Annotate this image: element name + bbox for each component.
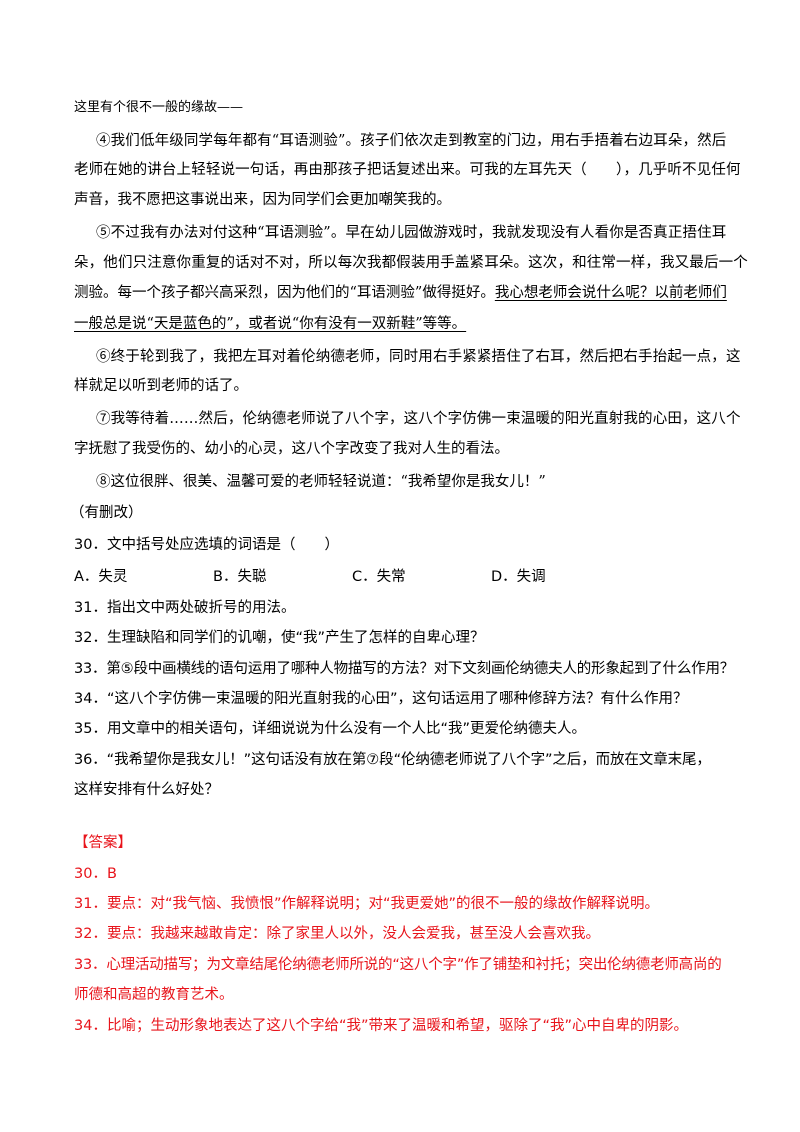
paragraph-5-line-3: 测验。每一个孩子都兴高采烈，因为他们的“耳语测验”做得挺好。我心想老师会说什么呢… xyxy=(74,283,727,303)
passage-intro: 这里有个很不一般的缘故—— xyxy=(74,100,244,115)
paragraph-4-line-2: 老师在她的讲台上轻轻说一句话，再由那孩子把话复述出来。可我的左耳先天（ ），几乎… xyxy=(74,162,741,178)
question-34: 34．“这八个字仿佛一束温暖的阳光直射我的心田”，这句话运用了哪种修辞方法？有什… xyxy=(74,691,688,707)
answer-30: 30．B xyxy=(74,866,117,882)
paragraph-5-line-3-plain: 测验。每一个孩子都兴高采烈，因为他们的“耳语测验”做得挺好。 xyxy=(74,285,495,301)
answer-heading: 【答案】 xyxy=(74,835,132,851)
question-33: 33．第⑤段中画横线的语句运用了哪种人物描写的方法？对下文刻画伦纳德夫人的形象起… xyxy=(74,661,735,677)
answer-33-line-2: 师德和高超的教育艺术。 xyxy=(74,987,234,1003)
underlined-sentence-part-1: 我心想老师会说什么呢？以前老师们 xyxy=(494,285,727,301)
question-30-option-d: D．失调 xyxy=(491,569,546,585)
question-36-line-1: 36．“我希望你是我女儿！”这句话没有放在第⑦段“伦纳德老师说了八个字”之后，而… xyxy=(74,752,711,768)
paragraph-7-line-2: 字抚慰了我受伤的、幼小的心灵，这八个字改变了我对人生的看法。 xyxy=(74,441,509,457)
question-30-option-a: A．失灵 xyxy=(74,569,128,585)
paragraph-5-line-4: 一般总是说“天是蓝色的”，或者说“你有没有一双新鞋”等等。 xyxy=(74,314,466,334)
question-32: 32．生理缺陷和同学们的讥嘲，使“我”产生了怎样的自卑心理？ xyxy=(74,630,485,646)
paragraph-6-line-2: 样就足以听到老师的话了。 xyxy=(74,378,248,394)
answer-31: 31．要点：对“我气恼、我愤恨”作解释说明；对“我更爱她”的很不一般的缘故作解释… xyxy=(74,896,659,912)
paragraph-4-line-3: 声音，我不愿把这事说出来，因为同学们会更加嘲笑我的。 xyxy=(74,192,451,208)
question-30-option-b: B．失聪 xyxy=(213,569,267,585)
paragraph-4-line-1: ④我们低年级同学每年都有“耳语测验”。孩子们依次走到教室的门边，用右手捂着右边耳… xyxy=(96,133,727,149)
paragraph-6-line-1: ⑥终于轮到我了，我把左耳对着伦纳德老师，同时用右手紧紧捂住了右耳，然后把右手抬起… xyxy=(96,349,741,365)
underlined-sentence-part-2: 一般总是说“天是蓝色的”，或者说“你有没有一双新鞋”等等。 xyxy=(74,316,467,332)
answer-34: 34．比喻；生动形象地表达了这八个字给“我”带来了温暖和希望，驱除了“我”心中自… xyxy=(74,1018,688,1034)
question-35: 35．用文章中的相关语句，详细说说为什么没有一个人比“我”更爱伦纳德夫人。 xyxy=(74,721,586,737)
question-31: 31．指出文中两处破折号的用法。 xyxy=(74,600,296,616)
answer-33-line-1: 33．心理活动描写；为文章结尾伦纳德老师所说的“这八个字”作了铺垫和衬托；突出伦… xyxy=(74,957,722,973)
paragraph-8: ⑧这位很胖、很美、温馨可爱的老师轻轻说道：“我希望你是我女儿！” xyxy=(96,474,546,490)
paragraph-5-line-2: 朵，他们只注意你重复的话对不对，所以每次我都假装用手盖紧耳朵。这次，和往常一样，… xyxy=(74,255,748,271)
question-30: 30．文中括号处应选填的词语是（ ） xyxy=(74,537,339,553)
paragraph-7-line-1: ⑦我等待着……然后，伦纳德老师说了八个字，这八个字仿佛一束温暖的阳光直射我的心田… xyxy=(96,411,741,427)
question-30-option-c: C．失常 xyxy=(352,569,406,585)
question-36-line-2: 这样安排有什么好处？ xyxy=(74,782,219,798)
paragraph-5-line-1: ⑤不过我有办法对付这种“耳语测验”。早在幼儿园做游戏时，我就发现没有人看你是否真… xyxy=(96,225,727,241)
answer-32: 32．要点：我越来越敢肯定：除了家里人以外，没人会爱我，甚至没人会喜欢我。 xyxy=(74,926,600,942)
source-note: （有删改） xyxy=(70,505,143,521)
